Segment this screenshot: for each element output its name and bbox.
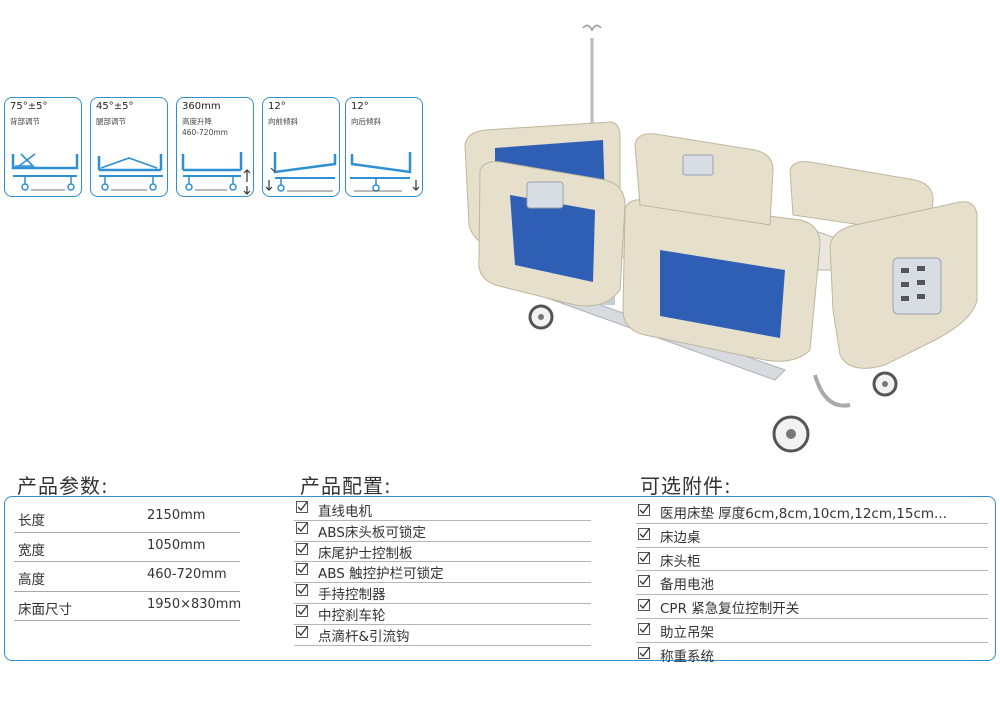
param-value: 2150mm: [147, 508, 206, 523]
feature-value: 75°±5°: [10, 101, 48, 112]
feature-backrest: 75°±5° 背部调节: [4, 97, 82, 197]
list-item-label: 直线电机: [318, 504, 372, 520]
list-item: 点滴杆&引流钩: [294, 625, 591, 646]
feature-label-line: 460-720mm: [182, 128, 228, 137]
config-heading: 产品配置:: [300, 474, 392, 498]
params-table: 长度 2150mm 宽度 1050mm 高度 460-720mm 床面尺寸 19…: [14, 503, 242, 621]
list-item: 床边桌: [636, 524, 988, 548]
list-item-label: CPR 紧急复位控制开关: [660, 601, 800, 618]
spec-panel: [4, 496, 996, 661]
checkbox-icon: [638, 504, 650, 516]
checkbox-icon: [638, 575, 650, 588]
height-adjust-icon: [181, 152, 251, 195]
list-item: 床头柜: [636, 548, 988, 572]
list-item-label: 床边桌: [660, 529, 701, 546]
checkbox-icon: [638, 599, 650, 612]
list-item: 备用电池: [636, 571, 988, 596]
checkbox-icon: [638, 551, 650, 564]
param-value: 460-720mm: [147, 567, 227, 582]
checkbox-icon: [296, 584, 308, 597]
hospital-bed-image: [464, 24, 978, 453]
feature-value: 360mm: [182, 101, 221, 112]
list-item: 床尾护士控制板: [294, 542, 591, 563]
param-key: 高度: [18, 572, 45, 588]
list-item-label: ABS 触控护栏可锁定: [318, 566, 444, 583]
options-heading: 可选附件:: [640, 474, 732, 498]
feature-forward-tilt: 12° 向前倾斜: [262, 97, 340, 197]
list-item-label: 称重系统: [660, 648, 714, 665]
list-item-label: 助立吊架: [660, 624, 714, 641]
feature-value: 12°: [351, 101, 369, 112]
table-row: 长度 2150mm: [14, 503, 240, 533]
feature-leg: 45°±5° 腿部调节: [90, 97, 168, 197]
leg-adjust-icon: [97, 154, 163, 191]
feature-label-line: 高度升降: [182, 117, 212, 126]
backward-tilt-icon: [350, 152, 420, 192]
options-list: 医用床垫 厚度6cm,8cm,10cm,12cm,15cm... 床边桌 床头柜…: [636, 500, 988, 666]
list-item: ABS床头板可锁定: [294, 521, 591, 542]
table-row: 高度 460-720mm: [14, 562, 240, 592]
table-row: 宽度 1050mm: [14, 533, 240, 562]
config-list: 直线电机 ABS床头板可锁定 床尾护士控制板 ABS 触控护栏可锁定 手持控制器…: [294, 500, 591, 646]
list-item: 直线电机: [294, 500, 591, 521]
checkbox-icon: [638, 646, 650, 659]
list-item-label: 医用床垫 厚度6cm,8cm,10cm,12cm,15cm...: [660, 506, 947, 522]
table-row: 床面尺寸 1950×830mm: [14, 592, 242, 621]
checkbox-icon: [638, 527, 650, 540]
forward-tilt-icon: [265, 152, 337, 192]
list-item-label: 备用电池: [660, 577, 714, 594]
feature-backward-tilt: 12° 向后倾斜: [345, 97, 423, 197]
feature-value: 45°±5°: [96, 101, 134, 112]
param-key: 长度: [18, 513, 45, 529]
list-item-label: 点滴杆&引流钩: [318, 628, 410, 645]
checkbox-icon: [296, 521, 308, 534]
list-item: 医用床垫 厚度6cm,8cm,10cm,12cm,15cm...: [636, 500, 988, 524]
list-item: 中控刹车轮: [294, 604, 591, 625]
list-item: 助立吊架: [636, 619, 988, 643]
list-item-label: 床头柜: [660, 553, 701, 570]
list-item: 称重系统: [636, 643, 988, 666]
checkbox-icon: [638, 622, 650, 635]
list-item: 手持控制器: [294, 583, 591, 604]
list-item-label: 手持控制器: [318, 587, 386, 604]
feature-icons: 75°±5° 背部调节 45°±5° 腿部调节: [4, 97, 424, 200]
checkbox-icon: [296, 625, 308, 638]
feature-label: 向后倾斜: [351, 117, 381, 126]
list-item-label: 中控刹车轮: [318, 607, 386, 624]
feature-label: 高度升降 460-720mm: [182, 116, 228, 138]
checkbox-icon: [296, 563, 308, 576]
param-value: 1950×830mm: [147, 596, 242, 612]
feature-height: 360mm 高度升降 460-720mm: [176, 97, 254, 197]
feature-label: 向前倾斜: [268, 117, 298, 126]
checkbox-icon: [296, 501, 308, 513]
param-value: 1050mm: [147, 537, 206, 553]
list-item: CPR 紧急复位控制开关: [636, 595, 988, 619]
list-item-label: 床尾护士控制板: [318, 545, 413, 562]
feature-value: 12°: [268, 101, 286, 112]
checkbox-icon: [296, 542, 308, 555]
param-key: 宽度: [18, 542, 45, 559]
feature-label: 背部调节: [10, 117, 40, 126]
list-item-label: ABS床头板可锁定: [318, 524, 426, 541]
backrest-adjust-icon: [11, 153, 79, 191]
params-heading: 产品参数:: [17, 474, 109, 498]
list-item: ABS 触控护栏可锁定: [294, 562, 591, 584]
param-key: 床面尺寸: [18, 601, 72, 618]
feature-label: 腿部调节: [96, 117, 126, 126]
checkbox-icon: [296, 604, 308, 617]
